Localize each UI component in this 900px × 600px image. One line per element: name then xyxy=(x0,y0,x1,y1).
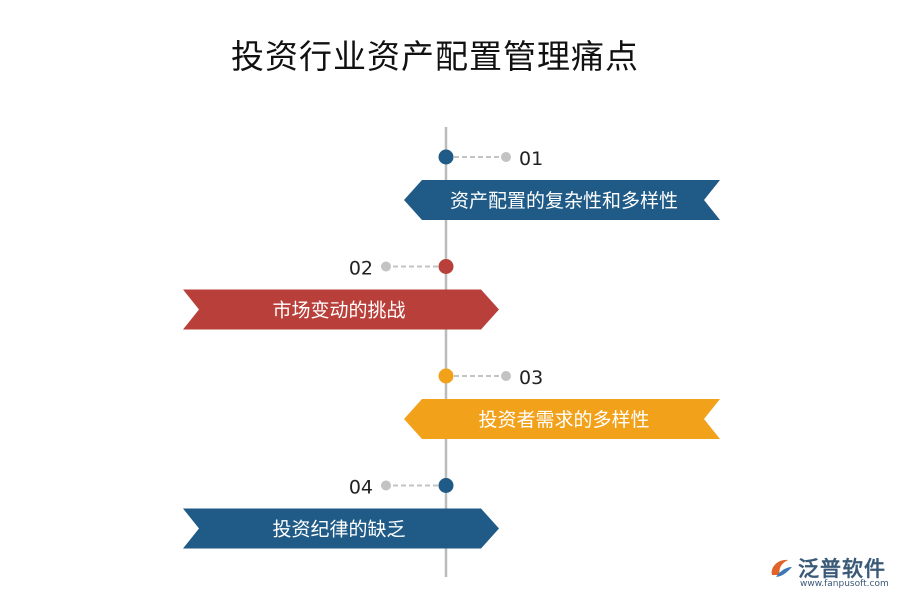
timeline-item-02: 02 市场变动的挑战 xyxy=(183,258,499,330)
item-label: 资产配置的复杂性和多样性 xyxy=(450,190,678,212)
item-number: 03 xyxy=(519,367,543,389)
connector-end-dot xyxy=(501,152,511,162)
logo-mark-icon xyxy=(771,559,792,577)
timeline-items: 01 资产配置的复杂性和多样性 02 市场变动的挑战 03 投资者需求的多样性 04 投资纪律… xyxy=(183,148,720,549)
connector-end-dot xyxy=(381,480,391,491)
brand-logo: 泛普软件 www.fanpusoft.com xyxy=(768,553,889,595)
item-banner xyxy=(183,289,499,330)
item-number: 01 xyxy=(519,148,543,170)
timeline-node-dot xyxy=(438,259,454,274)
logo-url: www.fanpusoft.com xyxy=(800,579,889,589)
connector-end-dot xyxy=(381,261,391,272)
timeline-item-01: 01 资产配置的复杂性和多样性 xyxy=(404,148,720,220)
item-banner xyxy=(183,508,499,549)
logo-name: 泛普软件 xyxy=(798,557,886,581)
item-number: 04 xyxy=(349,477,373,499)
item-label: 市场变动的挑战 xyxy=(272,300,405,322)
connector-end-dot xyxy=(501,371,511,381)
item-label: 投资者需求的多样性 xyxy=(478,409,649,431)
timeline-node-dot xyxy=(438,478,454,493)
timeline-item-03: 03 投资者需求的多样性 xyxy=(404,367,720,439)
timeline-item-04: 04 投资纪律的缺乏 xyxy=(183,477,499,549)
timeline-node-dot xyxy=(438,149,454,165)
diagram-title: 投资行业资产配置管理痛点 xyxy=(231,37,639,76)
item-label: 投资纪律的缺乏 xyxy=(272,519,405,541)
timeline-node-dot xyxy=(438,368,454,384)
item-banner xyxy=(404,399,720,439)
item-banner xyxy=(404,180,720,220)
item-number: 02 xyxy=(349,258,373,280)
